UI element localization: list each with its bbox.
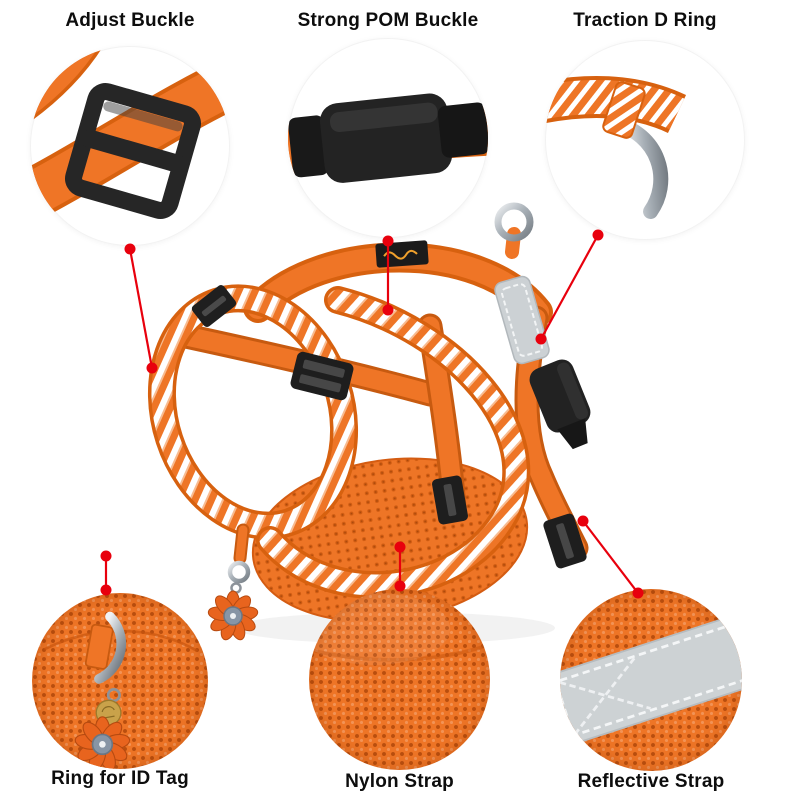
- strap: [30, 46, 230, 225]
- label-strong-pom-buckle: Strong POM Buckle: [297, 10, 479, 31]
- id-tag-ring: [227, 560, 251, 584]
- tri-glide-buckle: [290, 351, 354, 401]
- connector-strong-pom-buckle: [382, 235, 394, 316]
- connector-traction-d-ring: [535, 229, 604, 345]
- id-tag-assembly: [207, 523, 259, 641]
- strap-seam: [309, 642, 490, 662]
- pom-buckle: [288, 93, 488, 183]
- label-ring-for-id-tag: Ring for ID Tag: [51, 768, 189, 789]
- reflective-band: [560, 614, 742, 746]
- slider-buckle: [65, 83, 201, 219]
- chest-rope-strap: [256, 286, 531, 599]
- nylon-strap-photo: [309, 592, 490, 666]
- striped-strap: [545, 76, 687, 134]
- connector-reflective-strap: [577, 515, 644, 599]
- connector-ring-for-id-tag: [100, 550, 112, 596]
- reflective-patch: [494, 275, 550, 365]
- callout-reflective-strap: [560, 589, 742, 771]
- ring-for-id-tag-photo: [43, 611, 199, 769]
- callout-nylon-strap: [309, 589, 490, 770]
- reflective-strap-photo: [560, 614, 742, 746]
- connector-nylon-strap: [394, 541, 406, 592]
- strap-slider-right: [543, 513, 587, 569]
- callout-adjust-buckle: [30, 46, 230, 246]
- id-ring-strap: [84, 611, 127, 684]
- strap-slider-center: [432, 475, 468, 525]
- jump-ring: [106, 688, 121, 703]
- side-release-buckle: [529, 359, 591, 450]
- id-d-ring: [94, 611, 127, 684]
- callout-traction-d-ring: [545, 40, 745, 240]
- flower-tag: [74, 716, 131, 769]
- stitch-cross: [560, 657, 651, 734]
- adjust-buckle-photo: [30, 46, 230, 225]
- label-adjust-buckle: Adjust Buckle: [65, 10, 195, 31]
- strong-pom-buckle-photo: [288, 93, 488, 183]
- label-reflective-strap: Reflective Strap: [577, 771, 725, 792]
- leash-d-ring: [494, 202, 534, 259]
- left-adjuster-buckle: [191, 285, 237, 327]
- id-tag-flower: [207, 590, 259, 641]
- label-traction-d-ring: Traction D Ring: [573, 10, 717, 31]
- connector-adjust-buckle: [124, 243, 158, 374]
- label-nylon-strap: Nylon Strap: [345, 771, 454, 792]
- fabric-sheen: [309, 592, 451, 666]
- callout-strong-pom-buckle: [288, 38, 488, 238]
- strap-fold: [602, 81, 646, 139]
- callout-ring-for-id-tag: [32, 593, 208, 769]
- traction-d-ring-photo: [545, 76, 687, 219]
